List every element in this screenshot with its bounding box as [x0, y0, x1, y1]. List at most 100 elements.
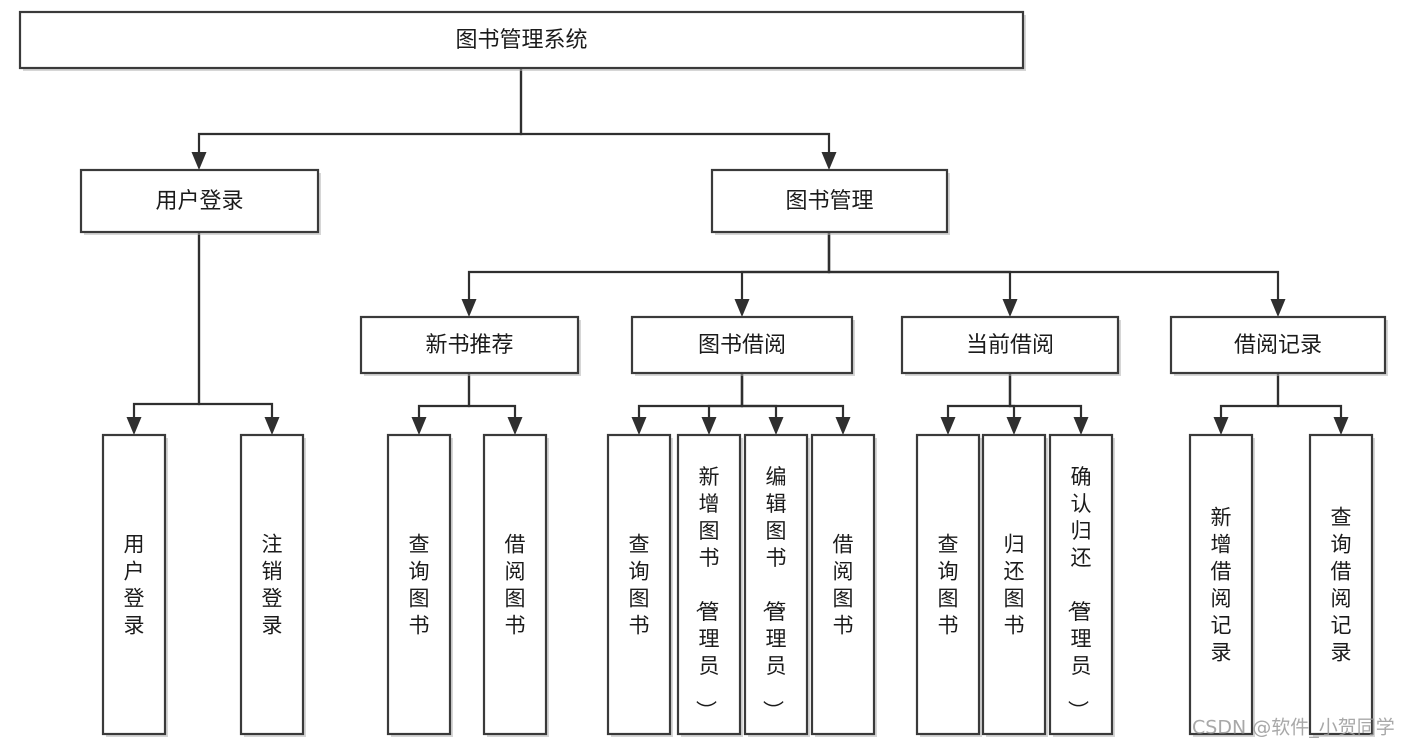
- node-box[interactable]: [101, 433, 167, 736]
- node-label: 查询图书: [629, 533, 650, 638]
- connector-layer: [126, 68, 1349, 435]
- node-label: 查询借阅记录: [1331, 506, 1352, 665]
- connector-edge: [734, 232, 831, 317]
- node-label: 借阅图书: [505, 533, 526, 638]
- node-leaf[interactable]: 查询图书: [915, 433, 982, 737]
- arrow-head-icon: [701, 417, 717, 435]
- node-label: 借阅图书: [833, 533, 854, 638]
- arrow-head-icon: [411, 417, 427, 435]
- node-leaf[interactable]: 借阅图书: [810, 433, 877, 737]
- node-leaf[interactable]: 查询图书: [606, 433, 673, 737]
- node-leaf[interactable]: 确认归还（管理员）: [1048, 433, 1115, 737]
- connector-edge: [1006, 373, 1022, 435]
- node-box[interactable]: [1188, 433, 1254, 736]
- node-leaf[interactable]: 用户登录: [101, 433, 168, 737]
- arrow-head-icon: [734, 299, 750, 317]
- connector-edge: [827, 232, 1286, 317]
- connector-edge: [191, 68, 523, 170]
- arrow-head-icon: [1213, 417, 1229, 435]
- connector-edge: [1213, 373, 1280, 435]
- arrow-head-icon: [821, 152, 837, 170]
- arrow-head-icon: [835, 417, 851, 435]
- node-box[interactable]: [359, 315, 580, 375]
- arrow-head-icon: [1333, 417, 1349, 435]
- node-label: 当前借阅: [966, 333, 1054, 358]
- node-box[interactable]: [743, 433, 809, 736]
- node-leaf[interactable]: 新增图书（管理员）: [676, 433, 743, 737]
- node-box[interactable]: [676, 433, 742, 736]
- node-layer: 图书管理系统用户登录图书管理新书推荐图书借阅当前借阅借阅记录用户登录注销登录查询…: [18, 10, 1388, 737]
- node-leaf[interactable]: 借阅图书: [482, 433, 549, 737]
- node-label: 归还图书: [1004, 533, 1025, 638]
- arrow-head-icon: [940, 417, 956, 435]
- arrow-head-icon: [264, 417, 280, 435]
- node-leaf[interactable]: 查询图书: [386, 433, 453, 737]
- node-box[interactable]: [810, 433, 876, 736]
- connector-edge: [740, 373, 784, 435]
- csdn-watermark: CSDN @软件_小贺同学: [1192, 717, 1395, 739]
- connector-edge: [631, 373, 744, 435]
- connector-edge: [197, 232, 280, 435]
- node-box[interactable]: [1048, 433, 1114, 736]
- connector-edge: [461, 232, 831, 317]
- node-box[interactable]: [900, 315, 1120, 375]
- node-leaf[interactable]: 查询借阅记录: [1308, 433, 1375, 737]
- connector-edge: [1276, 373, 1349, 435]
- node-label: 查询图书: [409, 533, 430, 638]
- node-level3[interactable]: 图书借阅: [630, 315, 855, 376]
- node-level2[interactable]: 用户登录: [79, 168, 321, 235]
- node-label: 编辑图书（管理员）: [761, 465, 787, 721]
- arrow-head-icon: [191, 152, 207, 170]
- arrow-head-icon: [507, 417, 523, 435]
- node-box[interactable]: [630, 315, 854, 375]
- node-box[interactable]: [710, 168, 949, 234]
- connector-edge: [411, 373, 471, 435]
- node-box[interactable]: [386, 433, 452, 736]
- connector-edge: [1008, 373, 1089, 435]
- arrow-head-icon: [1073, 417, 1089, 435]
- node-box[interactable]: [239, 433, 305, 736]
- node-box[interactable]: [18, 10, 1025, 70]
- node-leaf[interactable]: 编辑图书（管理员）: [743, 433, 810, 737]
- arrow-head-icon: [1270, 299, 1286, 317]
- node-box[interactable]: [981, 433, 1047, 736]
- node-box[interactable]: [1169, 315, 1387, 375]
- node-label: 注销登录: [262, 533, 283, 638]
- node-level3[interactable]: 新书推荐: [359, 315, 581, 376]
- node-leaf[interactable]: 新增借阅记录: [1188, 433, 1255, 737]
- connector-edge: [126, 232, 201, 435]
- node-label: 查询图书: [938, 533, 959, 638]
- connector-edge: [519, 68, 837, 170]
- arrow-head-icon: [126, 417, 142, 435]
- node-leaf[interactable]: 注销登录: [239, 433, 306, 737]
- arrow-head-icon: [461, 299, 477, 317]
- node-box[interactable]: [482, 433, 548, 736]
- watermark-layer: CSDN @软件_小贺同学: [1192, 717, 1395, 739]
- arrow-head-icon: [631, 417, 647, 435]
- node-box[interactable]: [606, 433, 672, 736]
- arrow-head-icon: [1006, 417, 1022, 435]
- node-level3[interactable]: 当前借阅: [900, 315, 1121, 376]
- connector-edge: [940, 373, 1012, 435]
- node-box[interactable]: [1308, 433, 1374, 736]
- node-root[interactable]: 图书管理系统: [18, 10, 1026, 71]
- node-label: 图书管理系统: [455, 28, 587, 53]
- node-label: 确认归还（管理员）: [1066, 465, 1092, 721]
- node-label: 借阅记录: [1234, 333, 1322, 358]
- connector-edge: [467, 373, 523, 435]
- node-label: 用户登录: [124, 533, 145, 638]
- node-label: 新增图书（管理员）: [694, 465, 720, 721]
- node-box[interactable]: [915, 433, 981, 736]
- node-label: 新增借阅记录: [1211, 506, 1232, 665]
- connector-edge: [701, 373, 744, 435]
- node-level2[interactable]: 图书管理: [710, 168, 950, 235]
- node-label: 图书管理: [785, 189, 873, 214]
- connector-edge: [740, 373, 851, 435]
- arrow-head-icon: [768, 417, 784, 435]
- node-leaf[interactable]: 归还图书: [981, 433, 1048, 737]
- connector-edge: [827, 232, 1018, 317]
- node-label: 用户登录: [155, 189, 243, 214]
- node-level3[interactable]: 借阅记录: [1169, 315, 1388, 376]
- node-box[interactable]: [79, 168, 320, 234]
